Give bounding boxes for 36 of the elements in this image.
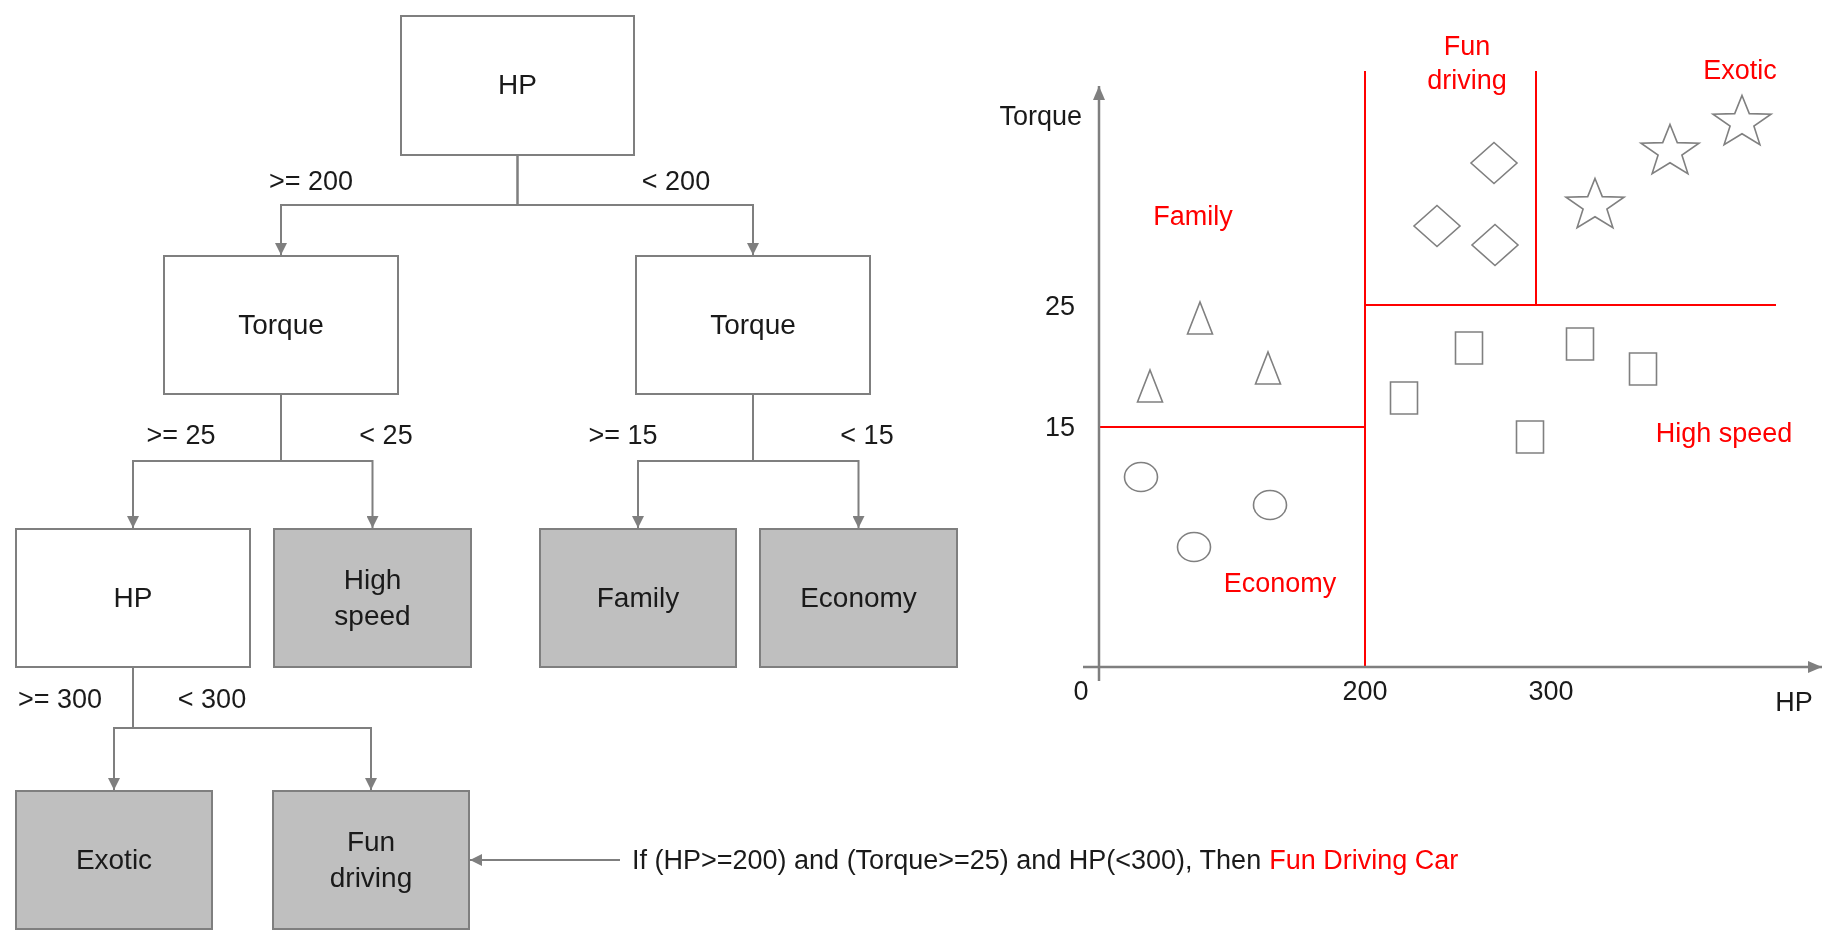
tick-label: 25	[1044, 290, 1075, 324]
region-label: Family	[1153, 200, 1233, 234]
leaf-box	[759, 528, 958, 668]
decision-box	[163, 255, 399, 395]
leaf-box	[273, 528, 472, 668]
rule-text: If (HP>=200) and (Torque>=25) and HP(<300), Then Fun Driving Car	[620, 840, 1630, 880]
leaf-box	[539, 528, 737, 668]
arrow	[752, 394, 865, 529]
region-label: Fun driving	[1426, 30, 1508, 97]
arrow	[469, 854, 621, 866]
decision-box	[635, 255, 871, 395]
node-label: Torque	[710, 307, 796, 342]
tick-label: 300	[1528, 675, 1574, 709]
node-label: High speed	[333, 562, 412, 633]
node-label: Fun driving	[328, 824, 414, 895]
tick-label: 15	[1044, 411, 1075, 445]
node-label: Economy	[800, 580, 917, 615]
node-label: HP	[498, 68, 537, 103]
axis-title: HP	[1775, 686, 1813, 720]
region-label: Economy	[1223, 567, 1337, 601]
arrow	[516, 155, 759, 256]
region-label: Exotic	[1703, 54, 1777, 88]
arrow	[132, 667, 377, 791]
tick-label: 0	[1073, 675, 1089, 709]
decision-box	[400, 15, 635, 156]
node-label: Family	[596, 580, 680, 615]
leaf-box	[272, 790, 470, 930]
axis-title: Torque	[999, 100, 1082, 134]
arrow	[280, 394, 379, 529]
node-label: Torque	[238, 307, 324, 342]
decision-box	[15, 528, 251, 668]
region-label: High speed	[1655, 417, 1793, 451]
node-label: Exotic	[75, 842, 153, 877]
tick-label: 200	[1342, 675, 1388, 709]
leaf-box	[15, 790, 213, 930]
node-label: HP	[113, 580, 153, 615]
